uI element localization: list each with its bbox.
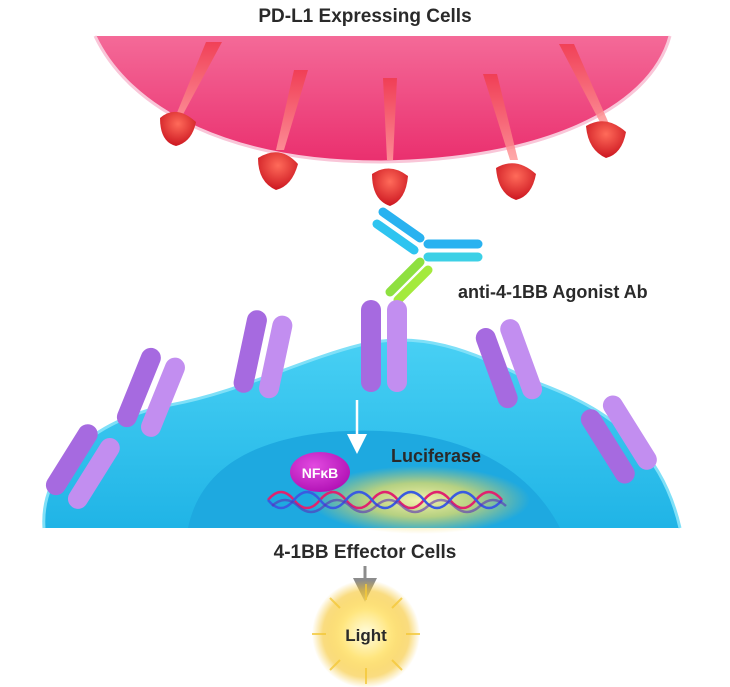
dna-helix-icon <box>267 490 507 514</box>
4-1bb-receptor-icon <box>233 310 293 399</box>
antibody-icon <box>372 207 483 305</box>
4-1bb-receptor-icon <box>116 347 185 437</box>
nfkb-protein <box>290 452 350 492</box>
pd-l1-ligand-icon <box>160 42 222 146</box>
pd-l1-ligand-icon <box>483 74 536 200</box>
4-1bb-receptor-icon <box>361 300 407 392</box>
4-1bb-receptor-icon <box>475 319 543 409</box>
pd-l1-ligand-icon <box>559 44 626 158</box>
pd-l1-cell <box>95 36 670 162</box>
pd-l1-ligand-icon <box>258 70 308 190</box>
antibody-label: anti-4-1BB Agonist Ab <box>458 282 648 302</box>
pd-l1-ligand-icon <box>372 78 408 206</box>
nfkb-label: NFκB <box>302 465 339 481</box>
light-burst-icon <box>312 580 420 687</box>
4-1bb-receptor-icon <box>580 395 657 484</box>
luciferase-glow <box>310 466 530 534</box>
light-label: Light <box>345 626 387 645</box>
pd-l1-cell-membrane <box>93 35 672 164</box>
effector-cell-membrane <box>42 338 682 529</box>
pd-l1-cells-label: PD-L1 Expressing Cells <box>258 6 471 27</box>
luciferase-label: Luciferase <box>391 446 481 466</box>
effector-cells-label: 4-1BB Effector Cells <box>274 542 457 563</box>
4-1bb-receptor-icon <box>45 424 120 509</box>
